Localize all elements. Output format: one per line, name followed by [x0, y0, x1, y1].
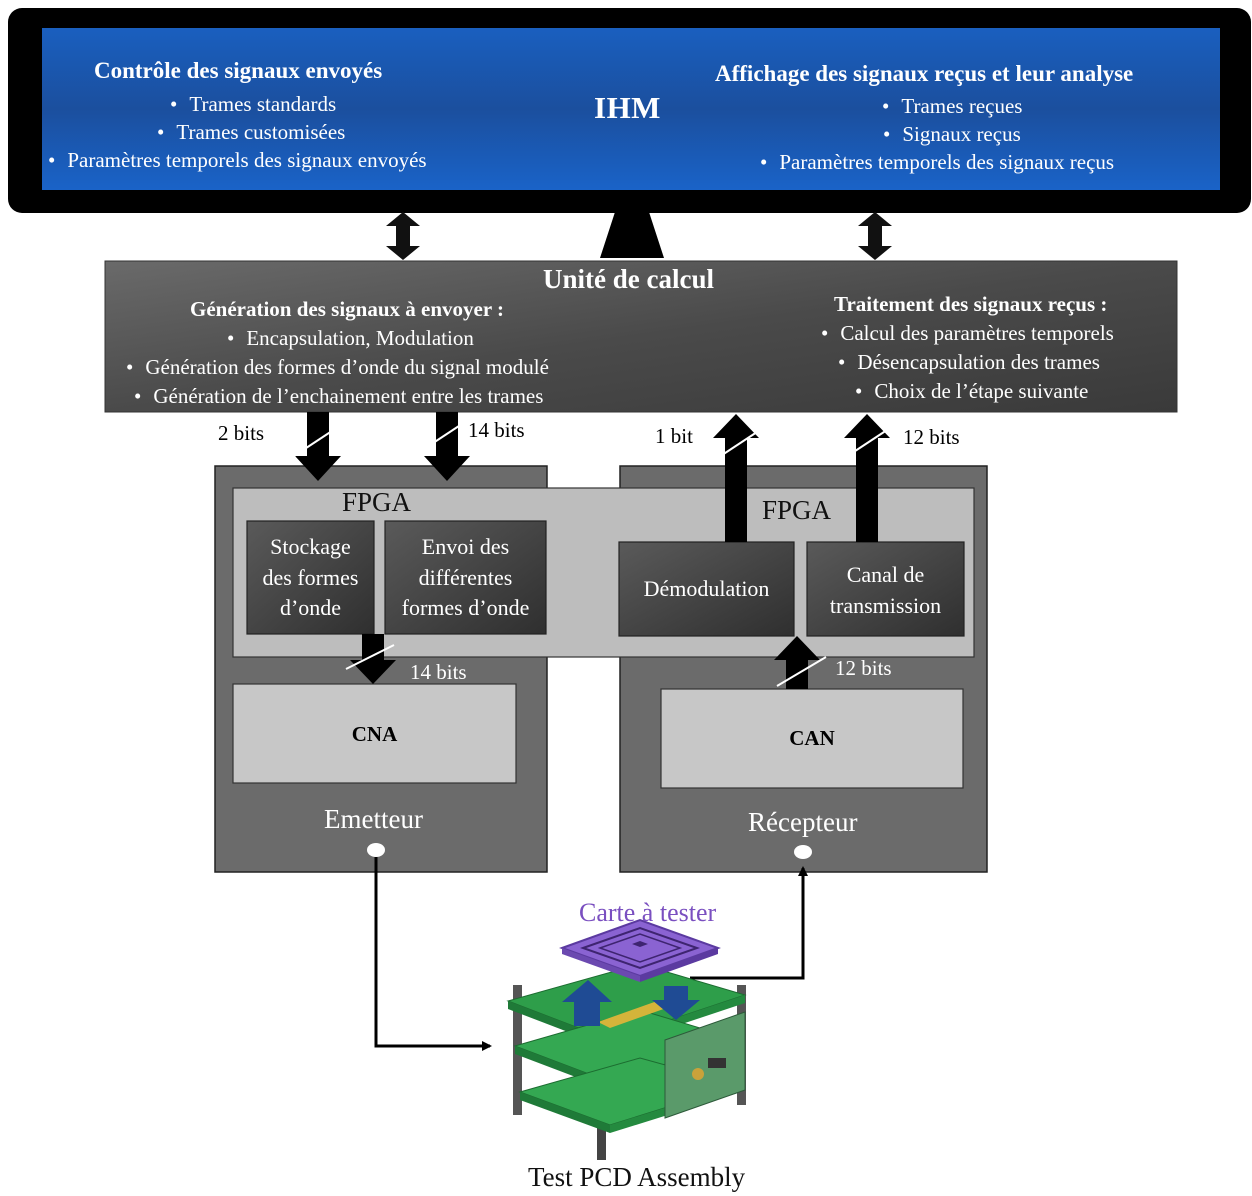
cna-block — [232, 683, 517, 784]
recepteur-label: Récepteur — [748, 807, 858, 837]
demodulation-block — [618, 541, 795, 637]
bus-1bit-arrow — [712, 414, 759, 542]
bus-label-14bits-cna: 14 bits — [410, 660, 467, 684]
unite-left-heading: Génération des signaux à envoyer : — [190, 297, 505, 321]
bus-label-12bits-can: 12 bits — [835, 656, 892, 680]
test-assembly-label: Test PCD Assembly — [528, 1162, 746, 1192]
canal-line: Canal de — [846, 562, 925, 587]
recepteur-fpga-label: FPGA — [762, 495, 832, 525]
ihm-link-right-arrow — [858, 212, 892, 260]
unite-title: Unité de calcul — [543, 264, 714, 294]
can-label: CAN — [789, 726, 835, 750]
ihm-right-heading: Affichage des signaux reçus et leur anal… — [715, 61, 1134, 86]
envoi-line: formes d’onde — [401, 595, 530, 620]
emetteur-wire — [374, 857, 492, 1051]
bus-label-1bit: 1 bit — [655, 424, 693, 448]
emetteur-label: Emetteur — [324, 804, 423, 834]
recepteur-wire — [690, 866, 808, 980]
bus-14bits-top-arrow — [423, 412, 470, 481]
test-assembly-icon — [506, 918, 747, 1160]
envoi-line: différentes — [418, 564, 513, 590]
bus-12bits-top-arrow — [842, 414, 890, 542]
unite-right-heading: Traitement des signaux reçus : — [834, 292, 1108, 316]
envoi-line: Envoi des — [421, 534, 510, 559]
canal-label: Canal de transmission — [807, 560, 964, 621]
list-item: Désencapsulation des trames — [838, 348, 1100, 377]
cna-label: CNA — [351, 722, 398, 746]
bus-label-2bits: 2 bits — [218, 421, 265, 445]
stockage-label: Stockage des formes d’onde — [247, 532, 374, 624]
canal-block — [806, 541, 965, 637]
stockage-block — [246, 520, 375, 635]
stockage-line: Stockage — [270, 534, 351, 559]
envoi-label: Envoi des différentes formes d’onde — [385, 532, 546, 624]
ihm-link-left-arrow — [386, 212, 420, 260]
can-block — [660, 688, 964, 789]
list-item: Trames customisées — [157, 118, 345, 146]
list-item: Paramètres temporels des signaux reçus — [760, 148, 1114, 176]
ihm-title: IHM — [594, 90, 661, 125]
ihm-stand — [600, 212, 664, 258]
list-item: Signaux reçus — [883, 120, 1020, 148]
list-item: Calcul des paramètres temporels — [821, 319, 1113, 348]
bus-label-12bits-top: 12 bits — [903, 425, 960, 449]
bus-2bits-arrow — [293, 412, 341, 481]
bus-12bits-can-arrow — [774, 636, 827, 689]
envoi-block — [384, 520, 547, 635]
list-item: Encapsulation, Modulation — [227, 324, 473, 353]
emetteur-connector — [367, 843, 385, 857]
list-item: Choix de l’étape suivante — [855, 377, 1088, 406]
demodulation-label: Démodulation — [643, 576, 770, 601]
stockage-line: d’onde — [279, 595, 342, 620]
emetteur-fpga-label: FPGA — [342, 487, 412, 517]
list-item: Trames standards — [170, 90, 336, 118]
list-item: Trames reçues — [882, 92, 1022, 120]
bus-14bits-cna-arrow — [345, 634, 396, 684]
card-under-test-label: Carte à tester — [579, 898, 717, 927]
bus-label-14bits-top: 14 bits — [468, 418, 525, 442]
list-item: Génération des formes d’onde du signal m… — [126, 353, 549, 382]
list-item: Paramètres temporels des signaux envoyés — [48, 146, 426, 174]
stockage-line: des formes — [262, 564, 359, 590]
list-item: Génération de l’enchainement entre les t… — [134, 382, 543, 411]
canal-line: transmission — [829, 592, 942, 618]
recepteur-connector — [794, 845, 812, 859]
ihm-left-heading: Contrôle des signaux envoyés — [94, 58, 383, 83]
